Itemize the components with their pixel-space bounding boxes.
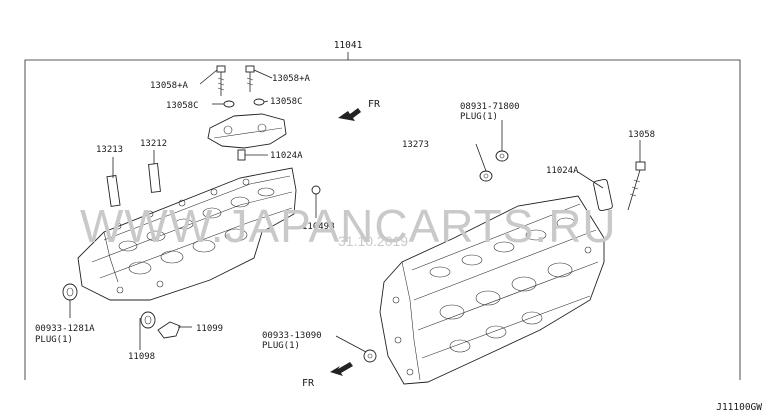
cam-bracket-part[interactable] — [207, 113, 287, 149]
callout-bolt-left[interactable]: 13058+A — [150, 81, 189, 91]
fr-label-lower: FR — [302, 378, 315, 389]
callout-tube-mid[interactable]: 13212 — [140, 139, 167, 149]
plug-right-part[interactable] — [495, 150, 509, 162]
washer-left-part[interactable] — [223, 100, 235, 108]
callout-plug-bottom-part[interactable]: 00933-13090 — [262, 331, 322, 341]
callout-bolt-right[interactable]: 13058+A — [272, 74, 311, 84]
callout-plug-right-part[interactable]: 08931-71800 — [460, 102, 520, 112]
cylinder-head-left[interactable] — [77, 167, 297, 301]
fr-arrow-lower-icon — [330, 362, 353, 376]
washer-right-part[interactable] — [253, 98, 265, 106]
watermark-date: 31.10.2019 — [338, 233, 408, 249]
assembly-bracket — [24, 52, 741, 380]
callout-plug-left-part[interactable]: 00933-1281A — [35, 324, 95, 334]
cap-13273-part[interactable] — [479, 170, 493, 182]
page-code: J11100GW — [716, 402, 762, 413]
guide-center-part[interactable] — [237, 149, 246, 161]
seal-11098-part[interactable] — [140, 311, 156, 329]
plug-bottom-part[interactable] — [363, 349, 377, 363]
plug-left-part[interactable] — [62, 283, 78, 301]
callout-guide-center[interactable]: 11024A — [270, 151, 303, 161]
callout-tube-left[interactable]: 13213 — [96, 145, 123, 155]
callout-cap-13273[interactable]: 13273 — [402, 140, 429, 150]
callout-seal-11099[interactable]: 11099 — [196, 324, 223, 334]
bolt-13058-part[interactable] — [627, 161, 646, 211]
fr-label-upper: FR — [368, 99, 381, 110]
callout-plug-left-qty[interactable]: PLUG(1) — [35, 335, 73, 345]
callout-washer-right[interactable]: 13058C — [270, 97, 303, 107]
bolt-right-part[interactable] — [245, 65, 255, 92]
assembly-number[interactable]: 11041 — [334, 40, 363, 51]
callout-plug-bottom-qty[interactable]: PLUG(1) — [262, 341, 300, 351]
plug-top-right-part[interactable] — [311, 185, 321, 195]
seal-11099-part[interactable] — [157, 321, 181, 339]
callout-washer-left[interactable]: 13058C — [166, 101, 199, 111]
callout-plug-top-right[interactable]: 11049B — [302, 222, 335, 232]
callout-plug-right-qty[interactable]: PLUG(1) — [460, 112, 498, 122]
leader-lines — [69, 69, 641, 353]
cylinder-head-right[interactable] — [379, 195, 605, 385]
callout-guide-right[interactable]: 11024A — [546, 166, 579, 176]
fr-arrow-upper-icon — [338, 108, 361, 121]
bolt-left-part[interactable] — [216, 65, 226, 96]
callout-seal-11098[interactable]: 11098 — [128, 352, 155, 362]
tube-mid-part[interactable] — [148, 163, 161, 193]
tube-left-part[interactable] — [106, 174, 121, 207]
callout-bolt-13058[interactable]: 13058 — [628, 130, 655, 140]
guide-right-part[interactable] — [593, 178, 613, 212]
watermark-text: WWW.JAPANCARTS.RU — [80, 200, 617, 252]
